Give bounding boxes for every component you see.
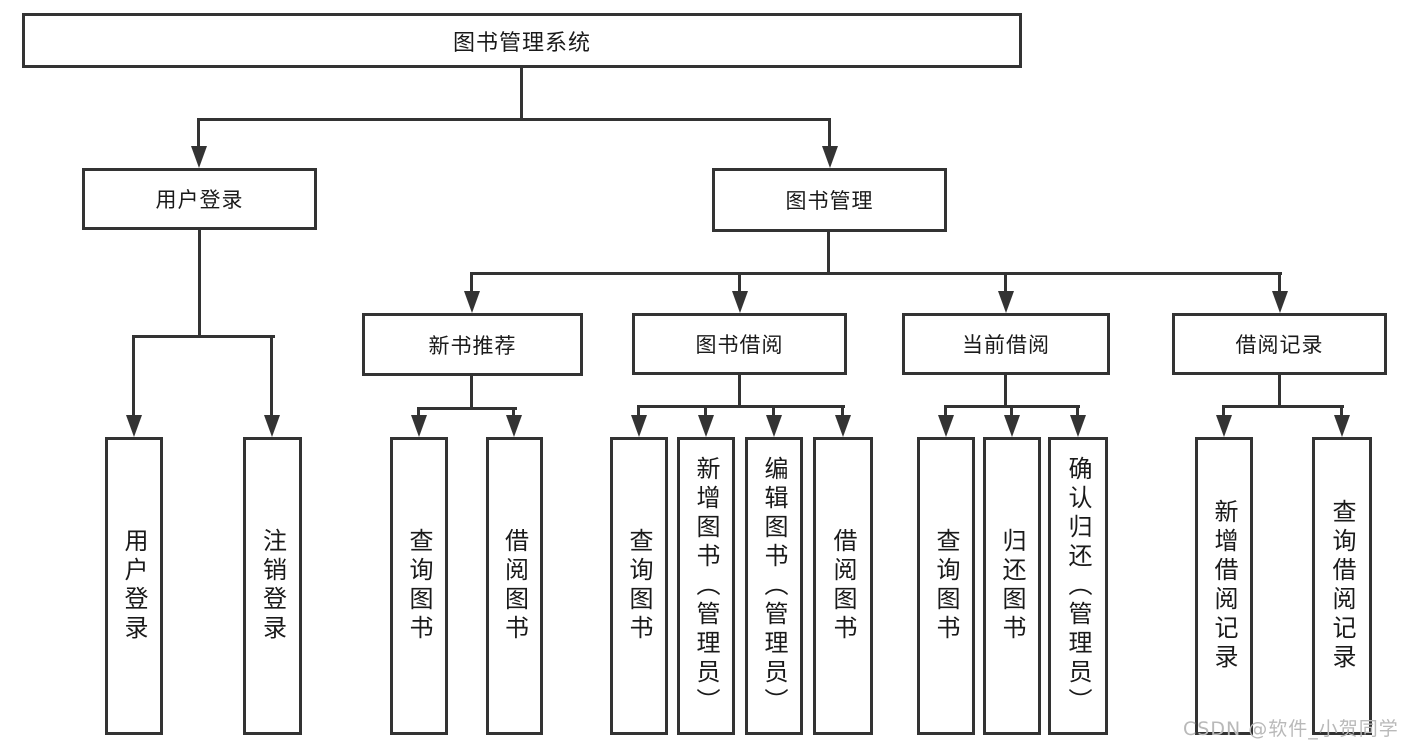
arrowhead-down-icon <box>822 146 838 168</box>
connector-line <box>1222 405 1225 417</box>
connector-line <box>470 376 473 407</box>
node-book-borrow: 图书借阅 <box>632 313 847 375</box>
leaf-current-return-books: 归还图书 <box>983 437 1041 735</box>
arrowhead-down-icon <box>766 415 782 437</box>
connector-line <box>197 118 831 121</box>
connector-line <box>198 230 201 335</box>
arrowhead-down-icon <box>631 415 647 437</box>
arrowhead-down-icon <box>835 415 851 437</box>
arrowhead-down-icon <box>191 146 207 168</box>
connector-line <box>1010 405 1013 417</box>
arrowhead-down-icon <box>1334 415 1350 437</box>
connector-line <box>520 68 523 118</box>
connector-line <box>827 232 830 272</box>
node-root-system: 图书管理系统 <box>22 13 1022 68</box>
arrowhead-down-icon <box>506 415 522 437</box>
arrowhead-down-icon <box>732 291 748 313</box>
connector-line <box>1004 272 1007 291</box>
connector-line <box>841 405 844 417</box>
leaf-record-add-borrow-record: 新增借阅记录 <box>1195 437 1253 735</box>
connector-line <box>1278 375 1281 405</box>
arrowhead-down-icon <box>1070 415 1086 437</box>
connector-line <box>944 405 947 417</box>
connector-line <box>470 272 473 291</box>
connector-line <box>417 407 420 417</box>
connector-line <box>270 335 273 415</box>
arrowhead-down-icon <box>698 415 714 437</box>
connector-line <box>1340 405 1343 417</box>
connector-line <box>470 272 1282 275</box>
leaf-current-query-books: 查询图书 <box>917 437 975 735</box>
arrowhead-down-icon <box>411 415 427 437</box>
connector-line <box>637 405 640 417</box>
leaf-newbook-query-books: 查询图书 <box>390 437 448 735</box>
arrowhead-down-icon <box>126 415 142 437</box>
leaf-borrow-borrow-books: 借阅图书 <box>813 437 873 735</box>
connector-line <box>828 118 831 146</box>
connector-line <box>132 335 275 338</box>
arrowhead-down-icon <box>1216 415 1232 437</box>
arrowhead-down-icon <box>1004 415 1020 437</box>
arrowhead-down-icon <box>264 415 280 437</box>
connector-line <box>738 272 741 291</box>
connector-line <box>637 405 845 408</box>
connector-line <box>132 335 135 415</box>
arrowhead-down-icon <box>464 291 480 313</box>
leaf-newbook-borrow-books: 借阅图书 <box>486 437 543 735</box>
leaf-borrow-add-books-admin: 新增图书（管理员） <box>677 437 735 735</box>
node-current-borrow: 当前借阅 <box>902 313 1110 375</box>
connector-line <box>1278 272 1281 291</box>
leaf-borrow-edit-books-admin: 编辑图书（管理员） <box>745 437 803 735</box>
connector-line <box>772 405 775 417</box>
node-new-book-recommend: 新书推荐 <box>362 313 583 376</box>
leaf-logout: 注销登录 <box>243 437 302 735</box>
node-book-management: 图书管理 <box>712 168 947 232</box>
connector-line <box>704 405 707 417</box>
csdn-watermark: CSDN @软件_小贺同学 <box>1183 718 1399 740</box>
leaf-borrow-query-books: 查询图书 <box>610 437 668 735</box>
arrowhead-down-icon <box>998 291 1014 313</box>
leaf-current-confirm-return-admin: 确认归还（管理员） <box>1048 437 1108 735</box>
leaf-user-login: 用户登录 <box>105 437 163 735</box>
node-user-login: 用户登录 <box>82 168 317 230</box>
leaf-record-query-borrow-record: 查询借阅记录 <box>1312 437 1372 735</box>
connector-line <box>512 407 515 417</box>
connector-line <box>417 407 517 410</box>
arrowhead-down-icon <box>938 415 954 437</box>
connector-line <box>738 375 741 405</box>
node-borrow-record: 借阅记录 <box>1172 313 1387 375</box>
connector-line <box>1076 405 1079 417</box>
connector-line <box>1222 405 1344 408</box>
connector-line <box>197 118 200 146</box>
arrowhead-down-icon <box>1272 291 1288 313</box>
connector-line <box>1004 375 1007 405</box>
